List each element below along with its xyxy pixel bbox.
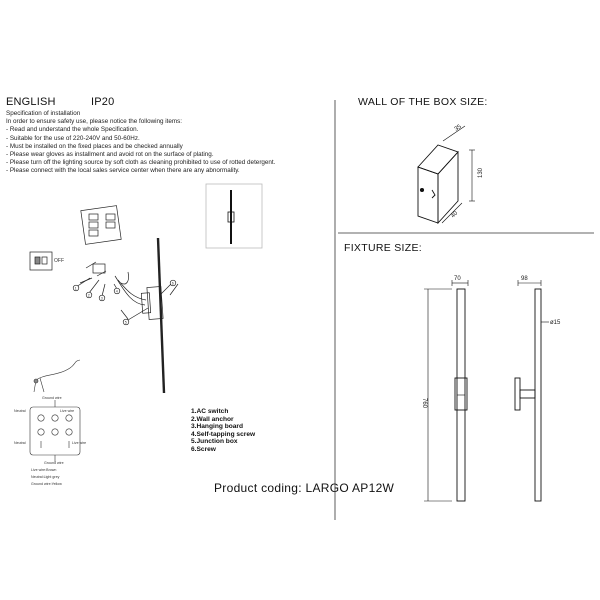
part-item: 2.Wall anchor <box>191 415 234 423</box>
callout-3: 3 <box>101 297 103 301</box>
ground-wire-bottom-label: Ground wire <box>44 461 64 465</box>
legend-ground: Ground wire:Yellow <box>31 482 62 486</box>
fixture-front-view <box>424 280 469 502</box>
product-coding: Product coding: LARGO AP12W <box>214 481 395 495</box>
parts-list: 1.AC switch 2.Wall anchor 3.Hanging boar… <box>191 408 255 454</box>
spec-item: - Read and understand the whole Specific… <box>6 126 139 134</box>
callout-2: 2 <box>88 294 90 298</box>
installation-diagram <box>29 205 179 394</box>
neutral-bottom-label: Neutral <box>14 441 26 445</box>
spec-item: - Must be installed on the fixed places … <box>6 142 183 150</box>
language-label: ENGLISH <box>6 96 56 108</box>
live-wire-top-label: Live wire <box>60 409 74 413</box>
callout-markers: 1 2 3 4 5 6 <box>72 279 177 326</box>
box-width-dim: 40 <box>450 210 459 219</box>
box-hole <box>419 187 425 193</box>
spec-item: - Suitable for the use of 220-240V and 5… <box>6 134 140 142</box>
spec-title: Specification of installation <box>6 110 81 117</box>
spec-intro: In order to ensure safety use, please no… <box>6 118 183 126</box>
ground-wire-top-label: Ground wire <box>42 396 62 400</box>
spec-item: - Please wear gloves as installment and … <box>6 151 214 159</box>
spec-item: - Please turn off the lighting source by… <box>6 159 276 167</box>
fixture-size-title: FIXTURE SIZE: <box>344 242 422 254</box>
callout-4: 4 <box>116 290 118 294</box>
callout-6: 6 <box>172 282 174 286</box>
box-height-dim: 130 <box>478 167 484 178</box>
neutral-top-label: Neutral <box>14 409 26 413</box>
fixture-depth-dim: 98 <box>521 276 528 282</box>
part-item: 3.Hanging board <box>191 423 244 431</box>
spec-item: - Please connect with the local sales se… <box>6 167 240 175</box>
part-item: 6.Screw <box>191 445 216 453</box>
fixture-width-dim: 70 <box>454 276 461 282</box>
live-wire-bottom-label: Live wire <box>72 441 86 445</box>
product-thumbnail <box>205 183 263 249</box>
legend-neutral: Neutral:Light grey <box>31 475 60 479</box>
callout-1: 1 <box>75 287 77 291</box>
ip-rating: IP20 <box>91 96 115 108</box>
wiring-diagram <box>29 359 81 462</box>
part-item: 1.AC switch <box>191 408 229 415</box>
fixture-side-view <box>514 280 549 502</box>
box-size-title: WALL OF THE BOX SIZE: <box>358 96 488 108</box>
callout-5: 5 <box>125 321 127 325</box>
legend-live: Live wire:Brown <box>31 468 56 472</box>
fixture-height-dim: 760 <box>421 398 427 409</box>
junction-box-drawing <box>417 125 475 225</box>
specification-block: Specification of installation In order t… <box>6 110 275 176</box>
part-item: 5.Junction box <box>191 438 238 446</box>
off-label: OFF <box>54 258 64 264</box>
fixture-diameter-dim: ø15 <box>550 320 561 326</box>
box-depth-dim: 35 <box>454 124 463 133</box>
part-item: 4.Self-tapping screw <box>191 430 256 438</box>
